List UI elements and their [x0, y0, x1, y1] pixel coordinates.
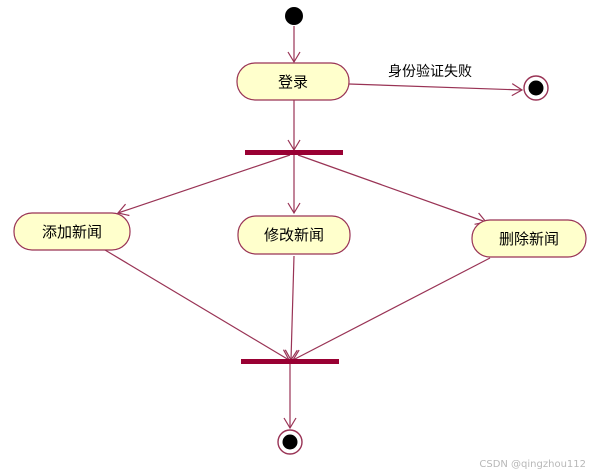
activity-login: 登录: [236, 62, 350, 101]
join-bar: [241, 359, 339, 364]
activity-delete-news: 删除新闻: [471, 219, 587, 258]
edge-add-to-join: [104, 249, 291, 361]
final-node-end: [277, 429, 303, 455]
final-node-auth-failed: [523, 75, 549, 101]
edge-fork-to-add: [116, 154, 291, 217]
activity-edit-news: 修改新闻: [237, 215, 351, 255]
edge-login-to-final: [348, 83, 524, 97]
edge-edit-to-join: [284, 255, 298, 362]
guard-auth-failed-label: 身份验证失败: [388, 64, 472, 80]
activity-add-news-label: 添加新闻: [42, 223, 102, 241]
fork-bar: [245, 150, 343, 155]
activity-edit-news-label: 修改新闻: [264, 226, 324, 244]
edge-delete-to-join: [291, 257, 491, 362]
activity-login-label: 登录: [278, 73, 308, 91]
watermark: CSDN @qingzhou112: [479, 459, 586, 470]
edge-fork-to-delete: [297, 154, 488, 225]
activity-add-news: 添加新闻: [13, 212, 131, 251]
activity-delete-news-label: 删除新闻: [499, 230, 559, 248]
initial-node: [285, 7, 303, 25]
